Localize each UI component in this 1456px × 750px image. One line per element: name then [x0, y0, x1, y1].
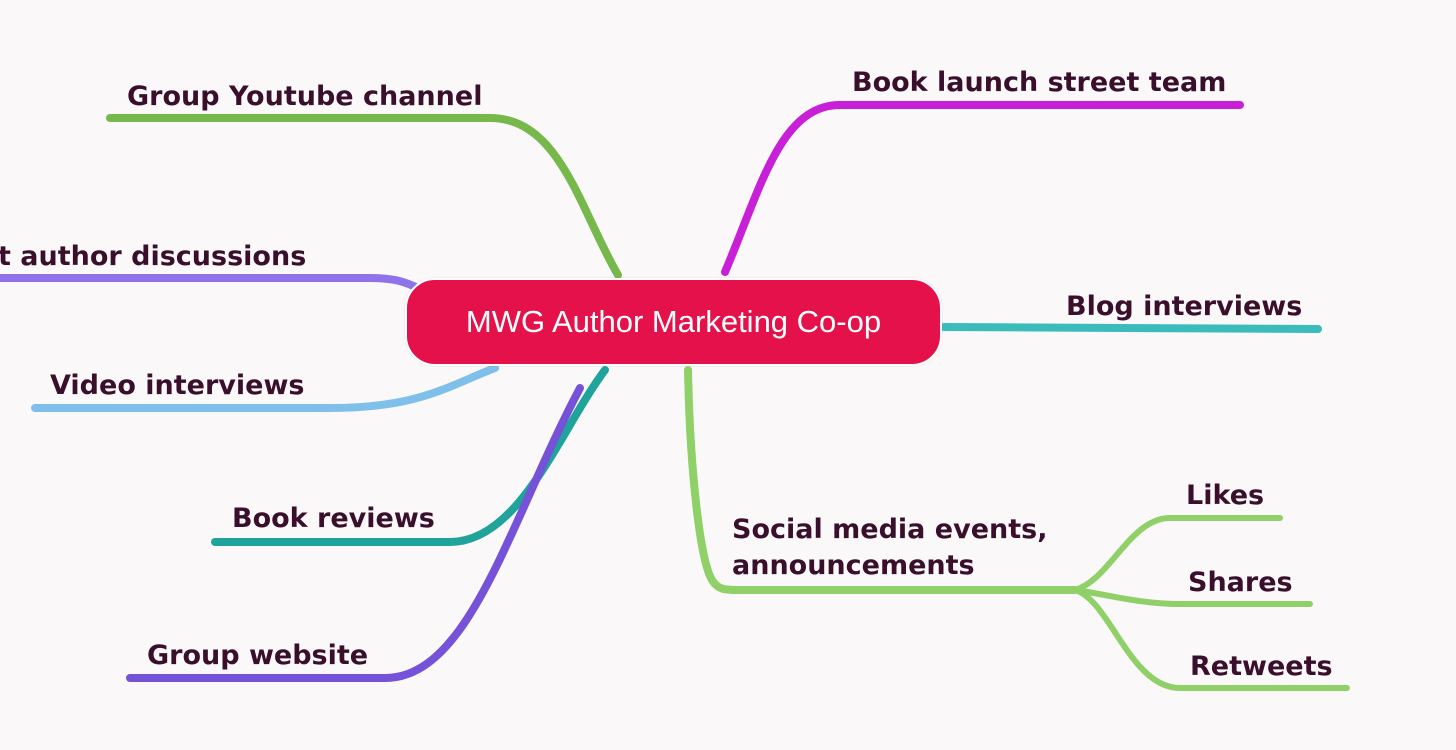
central-topic-label: MWG Author Marketing Co-op — [465, 304, 882, 339]
topic-youtube-channel[interactable]: Group Youtube channel — [127, 81, 483, 112]
subtopic-shares[interactable]: Shares — [1188, 567, 1293, 598]
connector-retweets — [1072, 587, 1350, 691]
connector-shares — [1072, 587, 1313, 607]
connector-discussions — [0, 274, 422, 292]
topic-book-reviews[interactable]: Book reviews — [232, 503, 435, 534]
topic-video-interviews[interactable]: Video interviews — [50, 370, 305, 401]
topic-blog-interviews[interactable]: Blog interviews — [1066, 291, 1303, 322]
topic-social-media-line1: Social media events, — [732, 514, 1048, 545]
connector-social — [684, 366, 1079, 594]
connector-video — [31, 364, 499, 412]
connector-likes — [1072, 515, 1283, 593]
subtopic-likes[interactable]: Likes — [1186, 480, 1265, 511]
subtopic-retweets[interactable]: Retweets — [1190, 651, 1333, 682]
connector-street-team — [721, 101, 1244, 276]
connector-blog — [940, 323, 1322, 333]
topic-author-discussions[interactable]: t author discussions — [0, 241, 307, 272]
topic-group-website[interactable]: Group website — [147, 640, 369, 671]
topic-social-media[interactable]: Social media events, announcements — [732, 512, 1047, 584]
topic-street-team[interactable]: Book launch street team — [852, 67, 1227, 98]
central-topic-node[interactable]: MWG Author Marketing Co-op — [405, 278, 942, 366]
connector-youtube — [106, 114, 622, 279]
topic-social-media-line2: announcements — [732, 550, 975, 581]
connector-website — [126, 384, 584, 682]
